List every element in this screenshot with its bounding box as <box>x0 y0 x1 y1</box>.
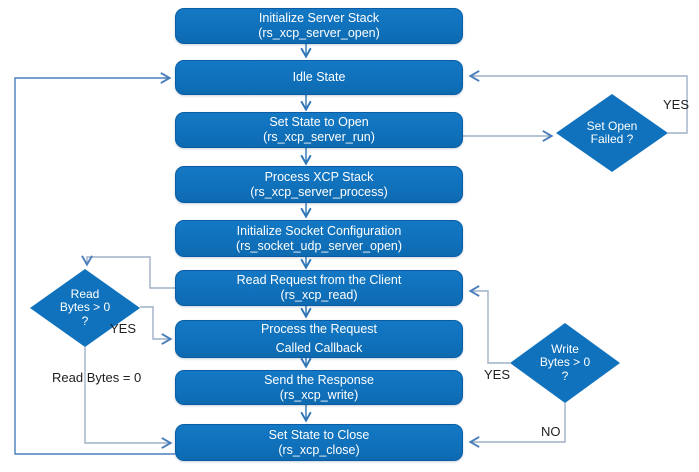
decision-label: ? <box>81 313 89 328</box>
label-read-bytes-yes: YES <box>110 321 137 336</box>
decision-label: ? <box>561 368 569 383</box>
decision-label: Write <box>551 341 579 356</box>
node-send-the-response: Send the Response (rs_xcp_write) <box>175 370 463 405</box>
node-idle-state: Idle State <box>175 60 463 95</box>
node-sublabel: Called Callback <box>275 341 363 355</box>
node-label: Set State to Close <box>268 427 370 442</box>
decision-label: Bytes > 0 <box>539 355 591 370</box>
node-label: Idle State <box>292 70 346 84</box>
node-process-the-request: Process the Request Called Callback <box>175 320 463 358</box>
node-initialize-socket-configuration: Initialize Socket Configuration (rs_sock… <box>175 220 463 257</box>
node-label: Send the Response <box>264 372 374 387</box>
node-set-state-to-close: Set State to Close (rs_xcp_close) <box>175 424 463 461</box>
node-set-state-to-open: Set State to Open (rs_xcp_server_run) <box>175 112 463 148</box>
node-sublabel: (rs_xcp_server_open) <box>258 26 380 40</box>
decision-label: Set Open <box>586 118 638 133</box>
node-sublabel: (rs_xcp_close) <box>278 442 360 457</box>
branch-connectors <box>81 70 688 449</box>
decision-label: Read <box>70 286 100 301</box>
decision-label: Bytes > 0 <box>59 300 111 315</box>
node-label: Initialize Server Stack <box>258 11 380 25</box>
node-sublabel: (rs_xcp_server_process) <box>250 184 388 199</box>
node-label: Read Request from the Client <box>236 273 402 287</box>
node-sublabel: (rs_socket_udp_server_open) <box>235 238 403 253</box>
node-sublabel: (rs_xcp_server_run) <box>263 130 375 144</box>
close-to-idle-loop <box>14 72 175 455</box>
node-label: Process XCP Stack <box>264 169 374 184</box>
node-sublabel: (rs_xcp_write) <box>279 387 359 402</box>
label-set-open-failed-yes: YES <box>663 97 690 112</box>
node-label: Initialize Socket Configuration <box>236 223 402 238</box>
node-initialize-server-stack: Initialize Server Stack (rs_xcp_server_o… <box>175 8 463 44</box>
node-label: Process the Request <box>260 322 378 336</box>
label-write-bytes-no: NO <box>541 424 561 439</box>
node-sublabel: (rs_xcp_read) <box>280 288 358 302</box>
label-read-bytes-zero: Read Bytes = 0 <box>52 370 142 385</box>
node-process-xcp-stack: Process XCP Stack (rs_xcp_server_process… <box>175 166 463 203</box>
decision-label: Failed ? <box>590 132 634 146</box>
node-read-request-from-client: Read Request from the Client (rs_xcp_rea… <box>175 270 463 306</box>
label-write-bytes-yes: YES <box>484 367 511 382</box>
node-label: Set State to Open <box>269 115 369 129</box>
